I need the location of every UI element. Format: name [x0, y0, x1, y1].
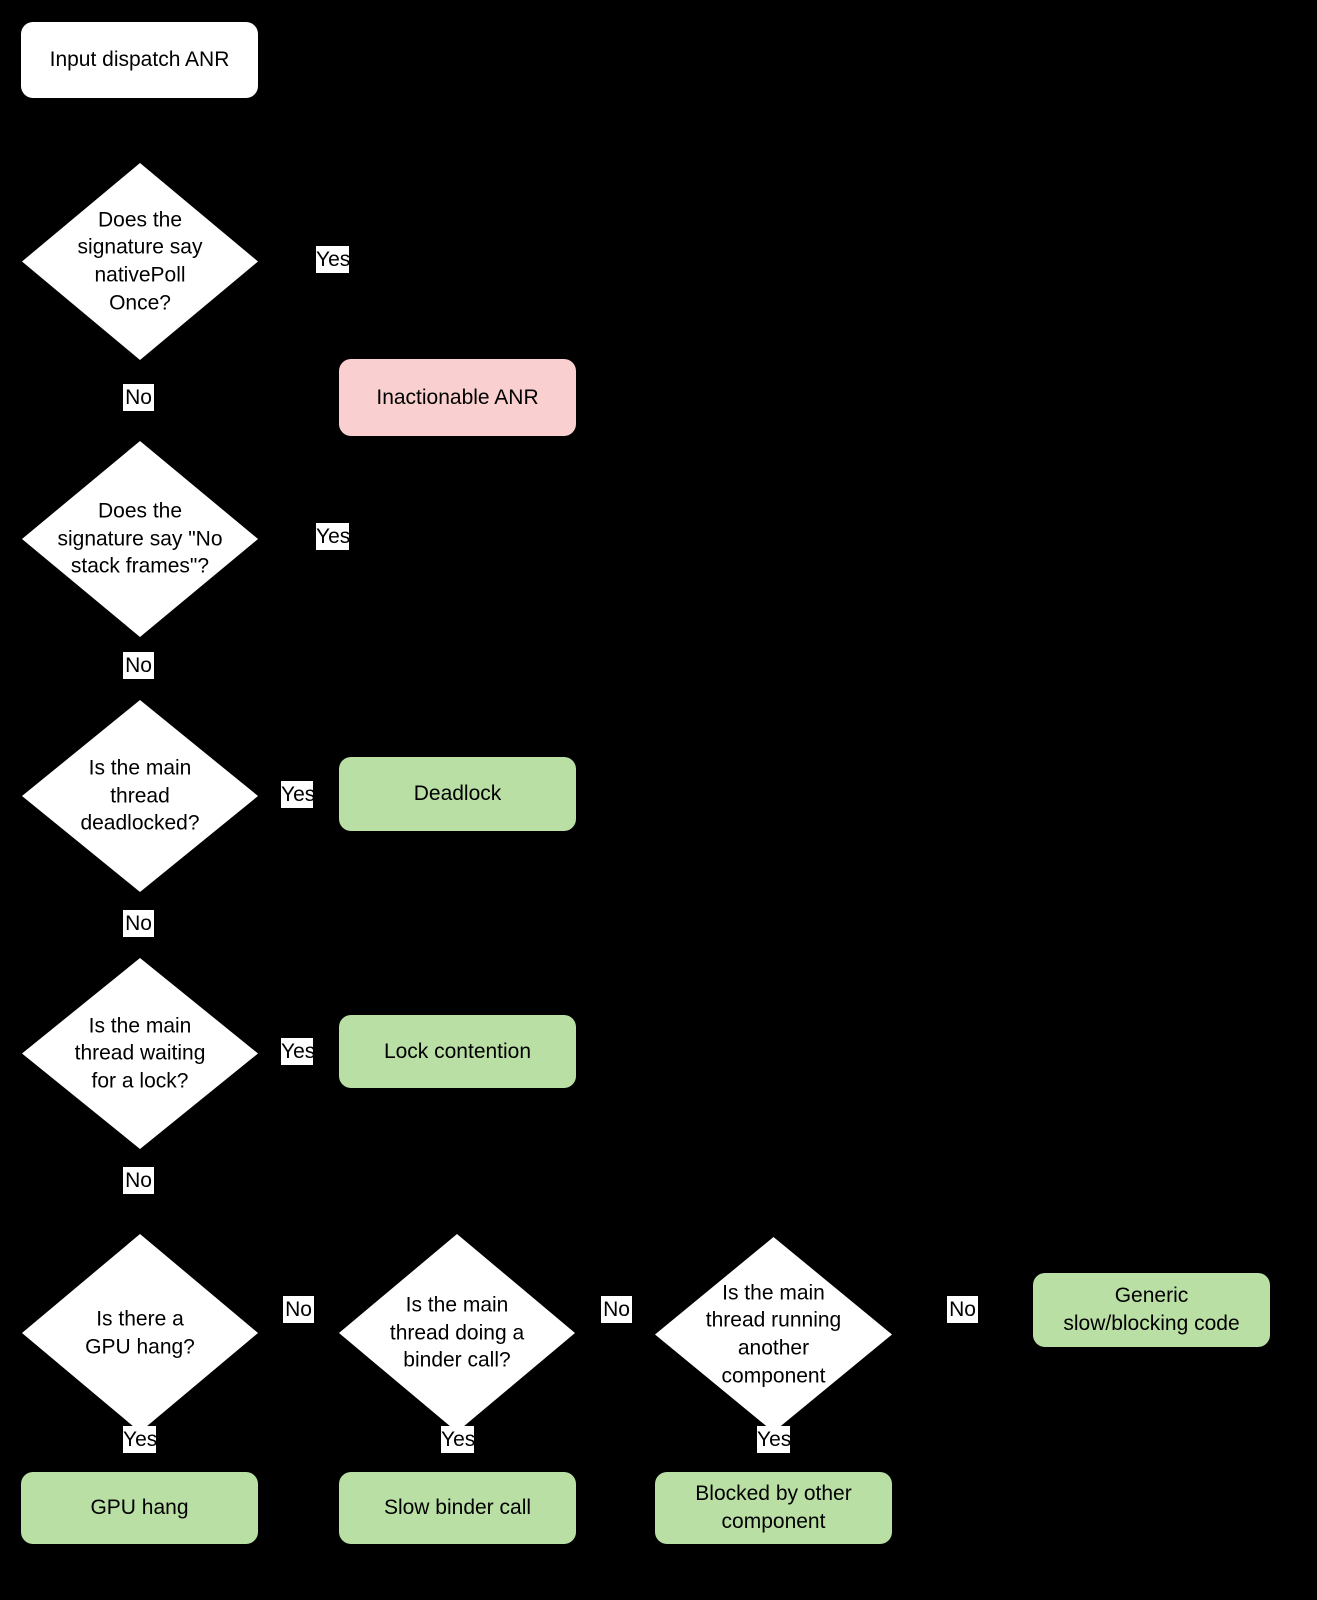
edge-label-waiting-lock-no: No: [123, 1167, 154, 1194]
edge-label-another-component-no: No: [947, 1296, 978, 1323]
node-question-binder-call[interactable]: Is the main thread doing a binder call?: [339, 1234, 575, 1432]
edge-label-gpu-hang-yes: Yes: [123, 1426, 158, 1453]
diamond-shape: [339, 1234, 575, 1432]
diamond-shape: [22, 163, 258, 360]
connector-start-to-nativepoll: [138, 98, 140, 163]
connector-nostack-yes: [258, 537, 340, 539]
node-question-main-thread-waiting-lock[interactable]: Is the main thread waiting for a lock?: [22, 958, 258, 1149]
node-lock-contention[interactable]: Lock contention: [339, 1015, 576, 1088]
edge-label-binder-call-no: No: [601, 1296, 632, 1323]
connector-nativepoll-yes: [258, 260, 340, 262]
node-input-dispatch-anr[interactable]: Input dispatch ANR: [21, 22, 258, 98]
node-blocked-by-other-component[interactable]: Blocked by other component: [655, 1472, 892, 1544]
edge-label-waiting-lock-yes: Yes: [281, 1038, 316, 1065]
edge-label-no-stack-frames-yes: Yes: [316, 523, 351, 550]
edge-label-deadlocked-no: No: [123, 910, 154, 937]
diamond-shape: [22, 1234, 258, 1432]
edge-label-gpu-hang-no: No: [283, 1296, 314, 1323]
node-question-another-component[interactable]: Is the main thread running another compo…: [655, 1237, 892, 1432]
edge-label-binder-call-yes: Yes: [441, 1426, 476, 1453]
diamond-shape: [22, 958, 258, 1149]
node-question-no-stack-frames[interactable]: Does the signature say "No stack frames"…: [22, 441, 258, 637]
node-question-nativepollonce[interactable]: Does the signature say nativePoll Once?: [22, 163, 258, 360]
node-question-gpu-hang[interactable]: Is there a GPU hang?: [22, 1234, 258, 1432]
diamond-shape: [22, 700, 258, 892]
node-gpu-hang[interactable]: GPU hang: [21, 1472, 258, 1544]
diamond-shape: [22, 441, 258, 637]
edge-label-nativepollonce-no: No: [123, 384, 154, 411]
node-deadlock[interactable]: Deadlock: [339, 757, 576, 831]
edge-label-nativepollonce-yes: Yes: [316, 246, 351, 273]
node-inactionable-anr[interactable]: Inactionable ANR: [339, 359, 576, 436]
edge-label-no-stack-frames-no: No: [123, 652, 154, 679]
node-question-main-thread-deadlocked[interactable]: Is the main thread deadlocked?: [22, 700, 258, 892]
edge-label-another-component-yes: Yes: [757, 1426, 792, 1453]
node-generic-slow-blocking-code[interactable]: Generic slow/blocking code: [1033, 1273, 1270, 1347]
node-slow-binder-call[interactable]: Slow binder call: [339, 1472, 576, 1544]
edge-label-deadlocked-yes: Yes: [281, 781, 316, 808]
diamond-shape: [655, 1237, 892, 1432]
